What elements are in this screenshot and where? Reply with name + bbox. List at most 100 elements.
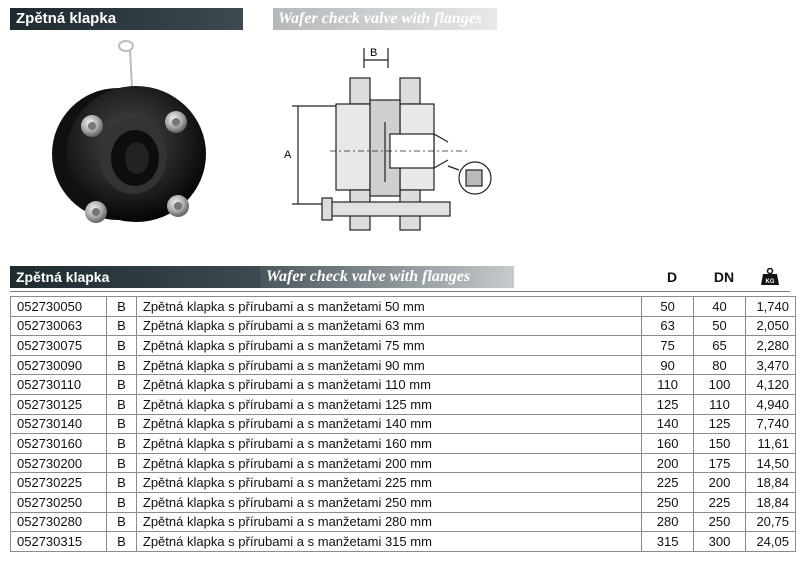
group-code: B: [105, 511, 137, 533]
dimension-dn: 80: [693, 354, 746, 376]
dimension-dn: 50: [693, 315, 746, 337]
product-code: 052730250: [10, 491, 107, 513]
dimension-dn: 225: [693, 491, 746, 513]
weight-kg: 7,740: [744, 413, 797, 435]
product-code: 052730075: [10, 335, 107, 356]
section-title-cz: Zpětná klapka: [10, 266, 260, 288]
dimension-d: 90: [641, 354, 695, 376]
weight-kg: 4,940: [744, 393, 797, 415]
weight-kg: 18,84: [744, 491, 797, 513]
dimension-dn: 300: [693, 531, 746, 552]
product-description: Zpětná klapka s přírubami a s manžetami …: [135, 472, 643, 493]
svg-text:KG: KG: [766, 279, 775, 285]
group-code: B: [105, 531, 137, 552]
dimension-dn: 250: [693, 511, 746, 533]
group-code: B: [105, 413, 137, 435]
technical-drawing: B A: [284, 47, 492, 231]
product-code: 052730160: [10, 433, 107, 454]
product-description: Zpětná klapka s přírubami a s manžetami …: [135, 354, 643, 376]
product-description: Zpětná klapka s přírubami a s manžetami …: [135, 433, 643, 454]
product-description: Zpětná klapka s přírubami a s manžetami …: [135, 374, 643, 395]
weight-kg: 1,740: [744, 296, 797, 317]
dimension-label-a: A: [284, 149, 292, 161]
group-code: B: [105, 315, 137, 337]
product-photo: [52, 40, 206, 223]
group-code: B: [105, 491, 137, 513]
page-title-cz: Zpětná klapka: [10, 8, 243, 30]
column-header-d: D: [666, 269, 678, 285]
product-code: 052730315: [10, 531, 107, 552]
weight-kg: 11,61: [744, 433, 797, 454]
dimension-d: 75: [641, 335, 695, 356]
dimension-dn: 175: [693, 452, 746, 474]
weight-kg: 14,50: [744, 452, 797, 474]
product-description: Zpětná klapka s přírubami a s manžetami …: [135, 511, 643, 533]
group-code: B: [105, 433, 137, 454]
dimension-d: 250: [641, 491, 695, 513]
group-code: B: [105, 296, 137, 317]
product-description: Zpětná klapka s přírubami a s manžetami …: [135, 452, 643, 474]
product-description: Zpětná klapka s přírubami a s manžetami …: [135, 393, 643, 415]
product-description: Zpětná klapka s přírubami a s manžetami …: [135, 296, 643, 317]
header-divider: [10, 291, 790, 292]
dimension-d: 125: [641, 393, 695, 415]
column-header-dn: DN: [713, 269, 735, 285]
dimension-d: 110: [641, 374, 695, 395]
dimension-dn: 65: [693, 335, 746, 356]
weight-kg: 18,84: [744, 472, 797, 493]
group-code: B: [105, 452, 137, 474]
dimension-dn: 200: [693, 472, 746, 493]
page-title-en: Wafer check valve with flanges: [273, 8, 497, 30]
dimension-d: 63: [641, 315, 695, 337]
dimension-dn: 110: [693, 393, 746, 415]
section-title-en: Wafer check valve with flanges: [260, 266, 514, 288]
product-code: 052730225: [10, 472, 107, 493]
product-code: 052730280: [10, 511, 107, 533]
dimension-d: 50: [641, 296, 695, 317]
group-code: B: [105, 393, 137, 415]
dimension-dn: 100: [693, 374, 746, 395]
table-header: Zpětná klapka Wafer check valve with fla…: [10, 266, 790, 288]
dimension-d: 225: [641, 472, 695, 493]
weight-kg: 24,05: [744, 531, 797, 552]
group-code: B: [105, 472, 137, 493]
weight-kg: 3,470: [744, 354, 797, 376]
dimension-dn: 125: [693, 413, 746, 435]
product-code: 052730063: [10, 315, 107, 337]
dimension-dn: 150: [693, 433, 746, 454]
dimension-d: 200: [641, 452, 695, 474]
group-code: B: [105, 354, 137, 376]
weight-kg: 2,050: [744, 315, 797, 337]
product-code: 052730200: [10, 452, 107, 474]
dimension-dn: 40: [693, 296, 746, 317]
weight-kg: 4,120: [744, 374, 797, 395]
group-code: B: [105, 374, 137, 395]
product-description: Zpětná klapka s přírubami a s manžetami …: [135, 413, 643, 435]
product-code: 052730050: [10, 296, 107, 317]
weight-kg: 2,280: [744, 335, 797, 356]
product-description: Zpětná klapka s přírubami a s manžetami …: [135, 315, 643, 337]
product-code: 052730090: [10, 354, 107, 376]
product-code: 052730125: [10, 393, 107, 415]
group-code: B: [105, 335, 137, 356]
dimension-d: 315: [641, 531, 695, 552]
dimension-label-b: B: [370, 47, 377, 59]
weight-kg: 20,75: [744, 511, 797, 533]
dimension-d: 140: [641, 413, 695, 435]
kg-weight-icon: KG: [752, 266, 788, 288]
product-code: 052730140: [10, 413, 107, 435]
product-description: Zpětná klapka s přírubami a s manžetami …: [135, 491, 643, 513]
product-description: Zpětná klapka s přírubami a s manžetami …: [135, 335, 643, 356]
